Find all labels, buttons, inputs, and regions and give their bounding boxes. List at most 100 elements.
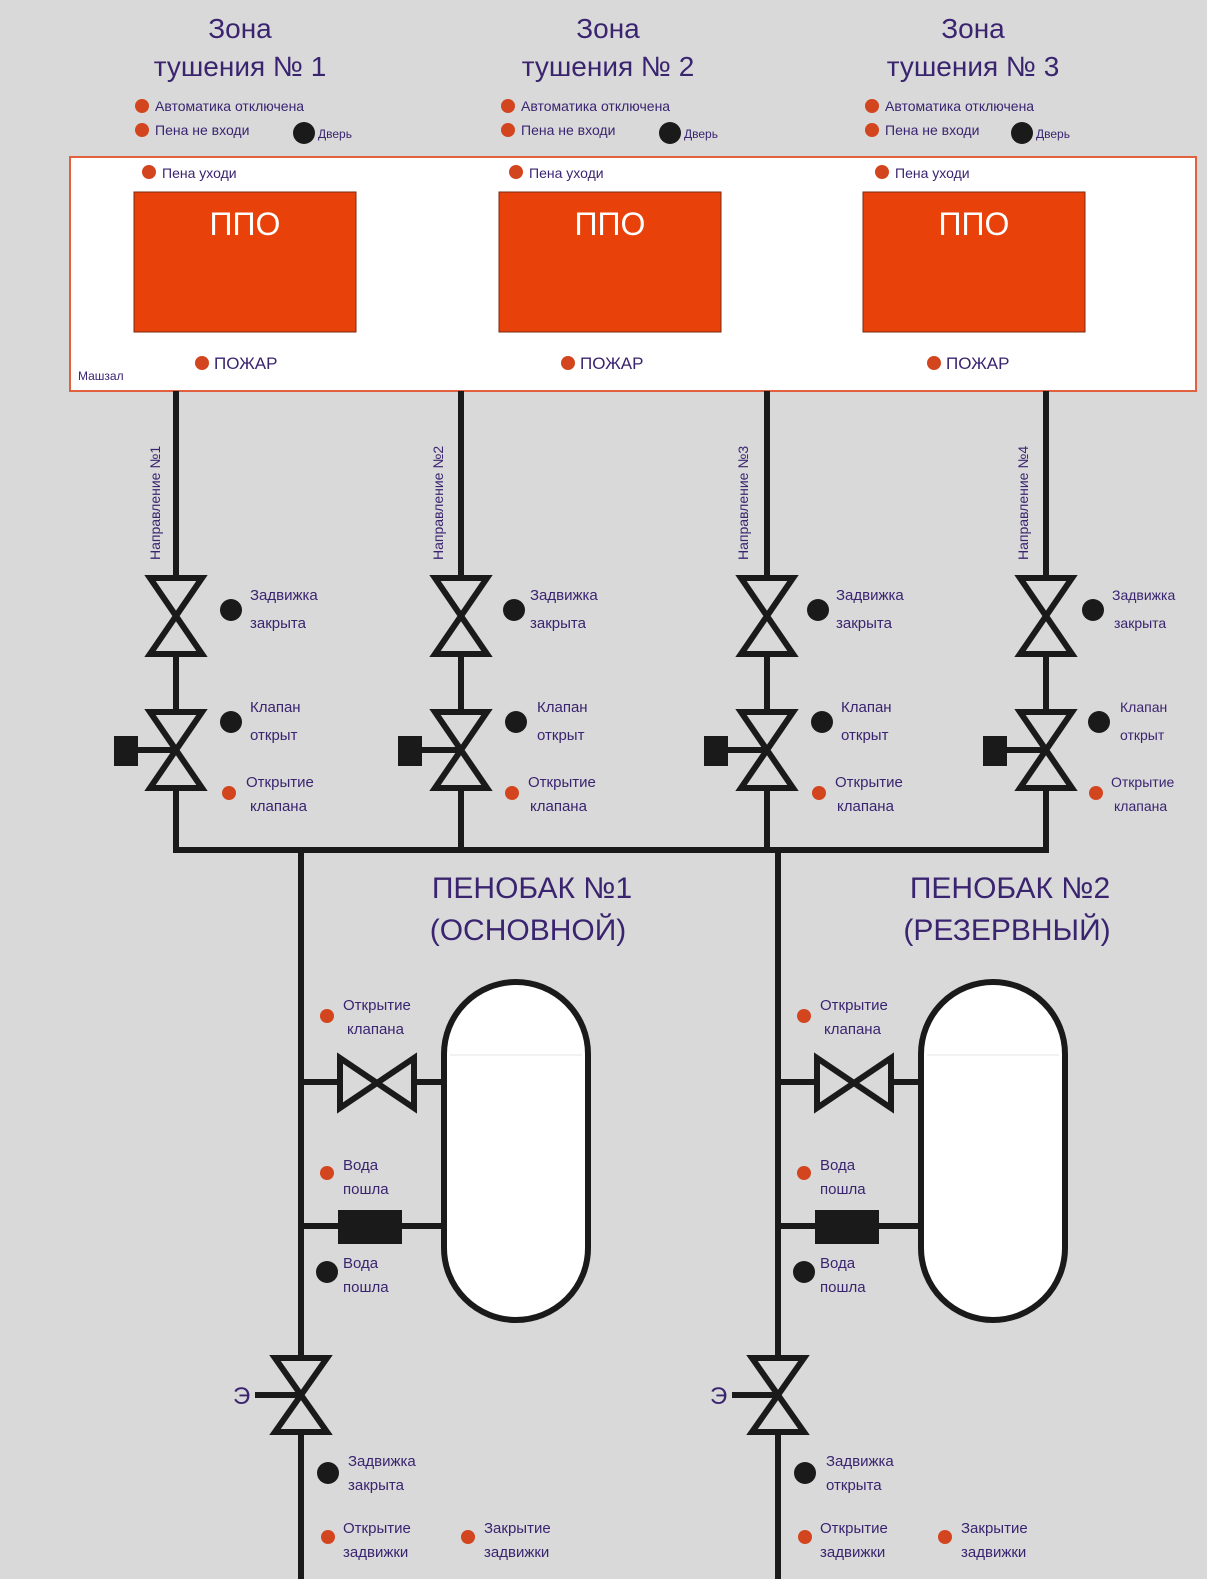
tank-2-valve-open-lamp xyxy=(797,1009,811,1023)
zone-3-auto-off-lamp xyxy=(865,99,879,113)
direction-1-gate-l1: Задвижка xyxy=(250,587,318,604)
direction-1-valve-l2: открыт xyxy=(250,727,298,744)
direction-4-gate-l1: Задвижка xyxy=(1112,587,1175,603)
direction-2-valve-l2: открыт xyxy=(537,727,585,744)
tank-2-flow-sensor[interactable] xyxy=(815,1210,879,1244)
tank-1-gate-l2: закрыта xyxy=(348,1477,405,1494)
direction-3-open-l2: клапана xyxy=(837,798,895,815)
machine-hall-label: Машзал xyxy=(78,369,124,383)
direction-1-gate-valve[interactable] xyxy=(144,575,208,657)
direction-1-open-lamp xyxy=(222,786,236,800)
tank-2-motor-gate[interactable] xyxy=(732,1355,810,1435)
tank-1-e-label: Э xyxy=(233,1383,250,1410)
direction-3-solenoid-valve[interactable] xyxy=(704,709,799,791)
zone-1-foam-leave-lamp xyxy=(142,165,156,179)
tank-2-water-black-lamp xyxy=(793,1261,815,1283)
tank-2-title-l2: (РЕЗЕРВНЫЙ) xyxy=(903,913,1110,947)
direction-3-open-lamp xyxy=(812,786,826,800)
tank-1-water-black-l1: Вода xyxy=(343,1255,379,1272)
direction-1-solenoid-valve[interactable] xyxy=(114,709,208,791)
tank-2-water-black-l1: Вода xyxy=(820,1255,856,1272)
direction-2-gate-valve[interactable] xyxy=(429,575,493,657)
tank-2-foam-valve[interactable] xyxy=(814,1052,894,1114)
zone-3-no-enter-lamp xyxy=(865,123,879,137)
zone-1-foam-leave-label: Пена уходи xyxy=(162,165,237,181)
zone-2-ppo-block[interactable] xyxy=(498,191,722,333)
tank-1-foam-valve[interactable] xyxy=(337,1052,417,1114)
direction-2-gate-l2: закрыта xyxy=(530,615,587,632)
tank-1-valve-open-lamp xyxy=(320,1009,334,1023)
zone-1-fire-label: ПОЖАР xyxy=(214,354,277,373)
direction-3-gate-l2: закрыта xyxy=(836,615,893,632)
zone-3-ppo-block[interactable] xyxy=(862,191,1086,333)
direction-4-gate-lamp xyxy=(1082,599,1104,621)
tank-2-gate-l1: Задвижка xyxy=(826,1453,894,1470)
tank-1-vessel[interactable] xyxy=(441,979,591,1323)
zone-2-fire-lamp xyxy=(561,356,575,370)
zone-1-door-lamp xyxy=(293,122,315,144)
tank-2-gate-close-l2: задвижки xyxy=(961,1544,1026,1561)
direction-4-solenoid-valve[interactable] xyxy=(983,709,1078,791)
direction-4-gate-l2: закрыта xyxy=(1114,615,1166,631)
direction-4-open-lamp xyxy=(1089,786,1103,800)
tank-2-e-label: Э xyxy=(710,1383,727,1410)
tank-1-gate-lamp xyxy=(317,1462,339,1484)
tank-1-flow-sensor[interactable] xyxy=(338,1210,402,1244)
direction-3-gate-valve[interactable] xyxy=(735,575,799,657)
tank-2-gate-l2: открыта xyxy=(826,1477,882,1494)
direction-2-solenoid-valve[interactable] xyxy=(398,709,493,791)
zone-2-title-line2: тушения № 2 xyxy=(522,51,695,82)
direction-1-open-l1: Открытие xyxy=(246,774,314,791)
tank-1-title-l1: ПЕНОБАК №1 xyxy=(432,872,632,905)
direction-1-gate-lamp xyxy=(220,599,242,621)
direction-4-valve-l1: Клапан xyxy=(1120,699,1167,715)
tank-1-motor-gate[interactable] xyxy=(255,1355,333,1435)
zone-3-header: Зона тушения № 3 Автоматика отключена Пе… xyxy=(865,13,1070,144)
direction-1-valve-l1: Клапан xyxy=(250,699,301,716)
zone-2-foam-leave-lamp xyxy=(509,165,523,179)
direction-1-label: Направление №1 xyxy=(147,446,163,560)
tank-2-water-red-l1: Вода xyxy=(820,1157,856,1174)
zone-1-ppo-label: ППО xyxy=(210,206,281,242)
direction-2-gate-lamp xyxy=(503,599,525,621)
zone-3-fire-lamp xyxy=(927,356,941,370)
tank-2-vessel[interactable] xyxy=(918,979,1068,1323)
direction-2-valve-lamp xyxy=(505,711,527,733)
tank-1-gate-close-l1: Закрытие xyxy=(484,1520,551,1537)
tank-2-water-black-l2: пошла xyxy=(820,1279,866,1296)
direction-2-label: Направление №2 xyxy=(430,446,446,560)
zone-1-title-line1: Зона xyxy=(208,13,272,44)
direction-3-gate-l1: Задвижка xyxy=(836,587,904,604)
tank-2-gate-close-lamp xyxy=(938,1530,952,1544)
tank-1-water-black-lamp xyxy=(316,1261,338,1283)
zone-1-header: Зона тушения № 1 Автоматика отключена Пе… xyxy=(135,13,352,144)
tank-1-gate-close-l2: задвижки xyxy=(484,1544,549,1561)
tank-1-gate-open-l2: задвижки xyxy=(343,1544,408,1561)
tank-1-gate-l1: Задвижка xyxy=(348,1453,416,1470)
tank-1-title-l2: (ОСНОВНОЙ) xyxy=(430,913,627,947)
tank-2-gate-lamp xyxy=(794,1462,816,1484)
direction-3-open-l1: Открытие xyxy=(835,774,903,791)
direction-2-valve-l1: Клапан xyxy=(537,699,588,716)
zone-1-door-label: Дверь xyxy=(318,127,352,141)
tank-2-gate-open-lamp xyxy=(798,1530,812,1544)
zone-3-title-line2: тушения № 3 xyxy=(887,51,1060,82)
zone-1-title-line2: тушения № 1 xyxy=(154,51,327,82)
tank-2-water-red-l2: пошла xyxy=(820,1181,866,1198)
zone-3-auto-off-label: Автоматика отключена xyxy=(885,98,1034,114)
tank-1-water-red-lamp xyxy=(320,1166,334,1180)
direction-4-open-l2: клапана xyxy=(1114,798,1167,814)
zone-3-door-label: Дверь xyxy=(1036,127,1070,141)
zone-3-no-enter-label: Пена не входи xyxy=(885,122,979,138)
direction-4-gate-valve[interactable] xyxy=(1014,575,1078,657)
direction-4-label: Направление №4 xyxy=(1015,446,1031,560)
zone-3-ppo-label: ППО xyxy=(939,206,1010,242)
zone-1-ppo-block[interactable] xyxy=(133,191,357,333)
tank-1-gate-open-lamp xyxy=(321,1530,335,1544)
tank-2-title-l1: ПЕНОБАК №2 xyxy=(910,872,1110,905)
tank-1-water-red-l2: пошла xyxy=(343,1181,389,1198)
direction-1-valve-lamp xyxy=(220,711,242,733)
zone-2-door-label: Дверь xyxy=(684,127,718,141)
direction-3-valve-l1: Клапан xyxy=(841,699,892,716)
zone-3-foam-leave-lamp xyxy=(875,165,889,179)
